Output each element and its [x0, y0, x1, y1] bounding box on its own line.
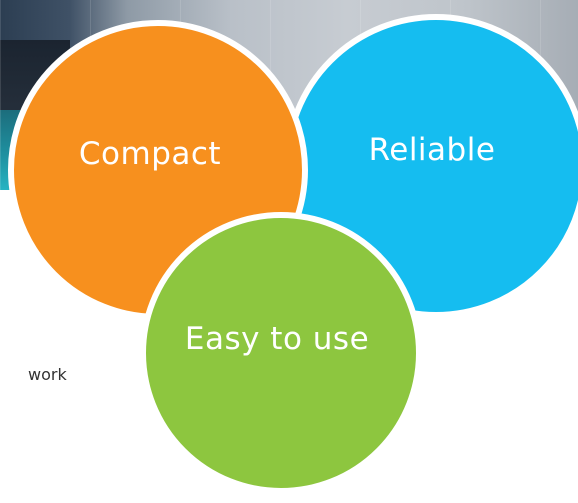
- reliable-label: Reliable: [368, 132, 496, 168]
- easy-to-use-label: Easy to use: [184, 321, 370, 357]
- partial-body-text: work: [28, 365, 67, 384]
- compact-label: Compact: [78, 136, 222, 172]
- easy-to-use-circle: Easy to use: [140, 212, 422, 494]
